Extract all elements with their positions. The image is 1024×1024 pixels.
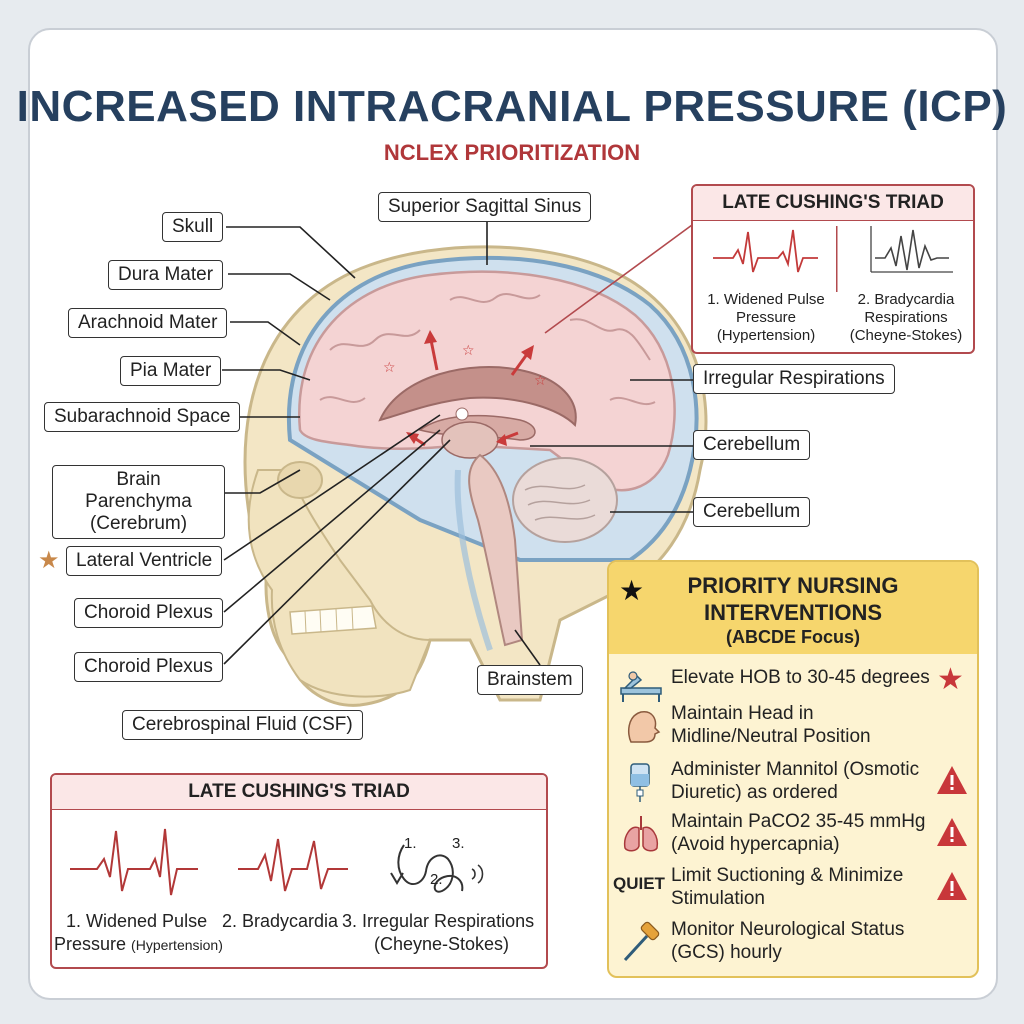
- irregular-respiration-icon: [390, 844, 484, 893]
- page-subtitle: NCLEX PRIORITIZATION: [383, 140, 641, 165]
- triad-bottom-item-3b: (Cheyne-Stokes): [374, 934, 510, 954]
- lungs-icon: [623, 816, 659, 852]
- label-choroid-plexus-2: Choroid Plexus: [74, 652, 223, 682]
- thalamus: [441, 421, 499, 459]
- label-subarachnoid-space: Subarachnoid Space: [44, 402, 241, 432]
- brainstem-shape: [468, 453, 524, 647]
- warning-icon: [937, 872, 967, 900]
- priority-title: PRIORITY NURSING INTERVENTIONS: [687, 573, 899, 625]
- head-icon: [627, 711, 661, 743]
- triad-top-item-1: 1. Widened Pulse Pressure (Hypertension): [707, 291, 825, 344]
- svg-text:☆: ☆: [383, 360, 396, 376]
- priority-item-5: QUIET Limit Suctioning & Minimize Stimul…: [609, 864, 977, 916]
- leader-lines: [222, 222, 693, 666]
- cerebellum-shape: [512, 457, 618, 543]
- label-choroid-plexus-1: Choroid Plexus: [74, 598, 223, 628]
- star-icon: ★: [38, 546, 60, 574]
- quiet-icon: QUIET: [613, 874, 665, 893]
- priority-item-4: Maintain PaCO2 35-45 mmHg (Avoid hyperca…: [609, 810, 977, 862]
- priority-header: ★ PRIORITY NURSING INTERVENTIONS (ABCDE …: [609, 562, 977, 654]
- page-title: INCREASED INTRACRANIAL PRESSURE (ICP): [16, 82, 1008, 131]
- priority-item-1-text: Elevate HOB to 30-45 degrees: [671, 667, 930, 688]
- teeth: [289, 605, 377, 635]
- reflex-hammer-icon: [623, 921, 660, 962]
- priority-item-5-text: Limit Suctioning & Minimize Stimulation: [671, 865, 904, 909]
- warning-icon: [937, 766, 967, 794]
- eye-socket: [277, 461, 323, 499]
- triad-bottom-item-1b-text: Pressure: [54, 934, 127, 954]
- label-irregular-respirations: Irregular Respirations: [693, 364, 895, 394]
- resp-step-1: 1.: [404, 835, 417, 852]
- label-arachnoid-mater: Arachnoid Mater: [68, 308, 228, 338]
- label-dura-mater: Dura Mater: [108, 260, 224, 290]
- label-cerebellum-2: Cerebellum: [693, 497, 811, 527]
- priority-item-1: Elevate HOB to 30-45 degrees ★: [609, 662, 977, 714]
- triad-top-graphs: [713, 226, 953, 292]
- jaw-shape: [247, 469, 432, 698]
- label-brainstem: Brainstem: [477, 665, 583, 695]
- priority-item-2-text: Maintain Head in Midline/Neutral Positio…: [671, 703, 871, 747]
- svg-text:☆: ☆: [462, 343, 475, 359]
- priority-star-icon: ★: [619, 574, 645, 607]
- ecg-wave-icon: [713, 229, 818, 273]
- widened-pulse-wave-icon: [70, 828, 198, 896]
- resp-step-3: 3.: [452, 835, 465, 852]
- triad-bottom-item-1b: Pressure (Hypertension): [54, 933, 223, 956]
- priority-item-2: Maintain Head in Midline/Neutral Positio…: [609, 702, 977, 754]
- cheyne-stokes-wave-icon: [870, 226, 953, 273]
- resp-step-2: 2.: [430, 871, 443, 888]
- triad-bottom-item-1c-text: (Hypertension): [131, 937, 223, 953]
- priority-item-4-text: Maintain PaCO2 35-45 mmHg (Avoid hyperca…: [671, 811, 926, 855]
- cushings-triad-top-box: LATE CUSHING'S TRIAD 1. Widened Pulse Pr…: [691, 184, 975, 354]
- label-csf: Cerebrospinal Fluid (CSF): [122, 710, 363, 740]
- triad-bottom-graphs: [70, 828, 484, 896]
- warning-icon: [937, 818, 967, 846]
- priority-item-1-star-icon: ★: [937, 662, 964, 697]
- label-pia-mater: Pia Mater: [120, 356, 222, 386]
- cushings-triad-bottom-header: LATE CUSHING'S TRIAD: [52, 775, 546, 810]
- label-lateral-ventricle: Lateral Ventricle: [66, 546, 223, 576]
- label-cerebellum-1: Cerebellum: [693, 430, 811, 460]
- cushings-triad-top-header: LATE CUSHING'S TRIAD: [693, 186, 973, 221]
- triad-bottom-item-1a: 1. Widened Pulse: [66, 911, 208, 931]
- triad-bottom-item-3a: 3. Irregular Respirations: [342, 911, 535, 931]
- triad-bottom-item-2: 2. Bradycardia: [222, 911, 339, 931]
- priority-interventions-panel: ★ PRIORITY NURSING INTERVENTIONS (ABCDE …: [607, 560, 979, 978]
- cushings-triad-bottom-box: LATE CUSHING'S TRIAD 1. 2. 3. 1. Widened…: [50, 773, 548, 969]
- label-superior-sagittal-sinus: Superior Sagittal Sinus: [378, 192, 592, 222]
- iv-bag-icon: [630, 763, 650, 802]
- priority-item-3: Administer Mannitol (Osmotic Diuretic) a…: [609, 758, 977, 810]
- lateral-ventricle-shape: [378, 366, 577, 428]
- bed-icon: [620, 671, 662, 702]
- priority-focus: (ABCDE Focus): [726, 627, 860, 647]
- label-skull: Skull: [162, 212, 224, 242]
- priority-item-6-text: Monitor Neurological Status (GCS) hourly: [671, 919, 905, 963]
- label-brain-parenchyma: Brain Parenchyma (Cerebrum): [52, 465, 225, 539]
- svg-text:☆: ☆: [534, 373, 547, 389]
- priority-item-6: Monitor Neurological Status (GCS) hourly: [609, 918, 977, 970]
- priority-item-3-text: Administer Mannitol (Osmotic Diuretic) a…: [671, 759, 920, 803]
- bradycardia-wave-icon: [238, 838, 348, 892]
- triad-top-item-2: 2. Bradycardia Respirations (Cheyne-Stok…: [849, 291, 963, 344]
- triad-leader-line: [544, 224, 693, 334]
